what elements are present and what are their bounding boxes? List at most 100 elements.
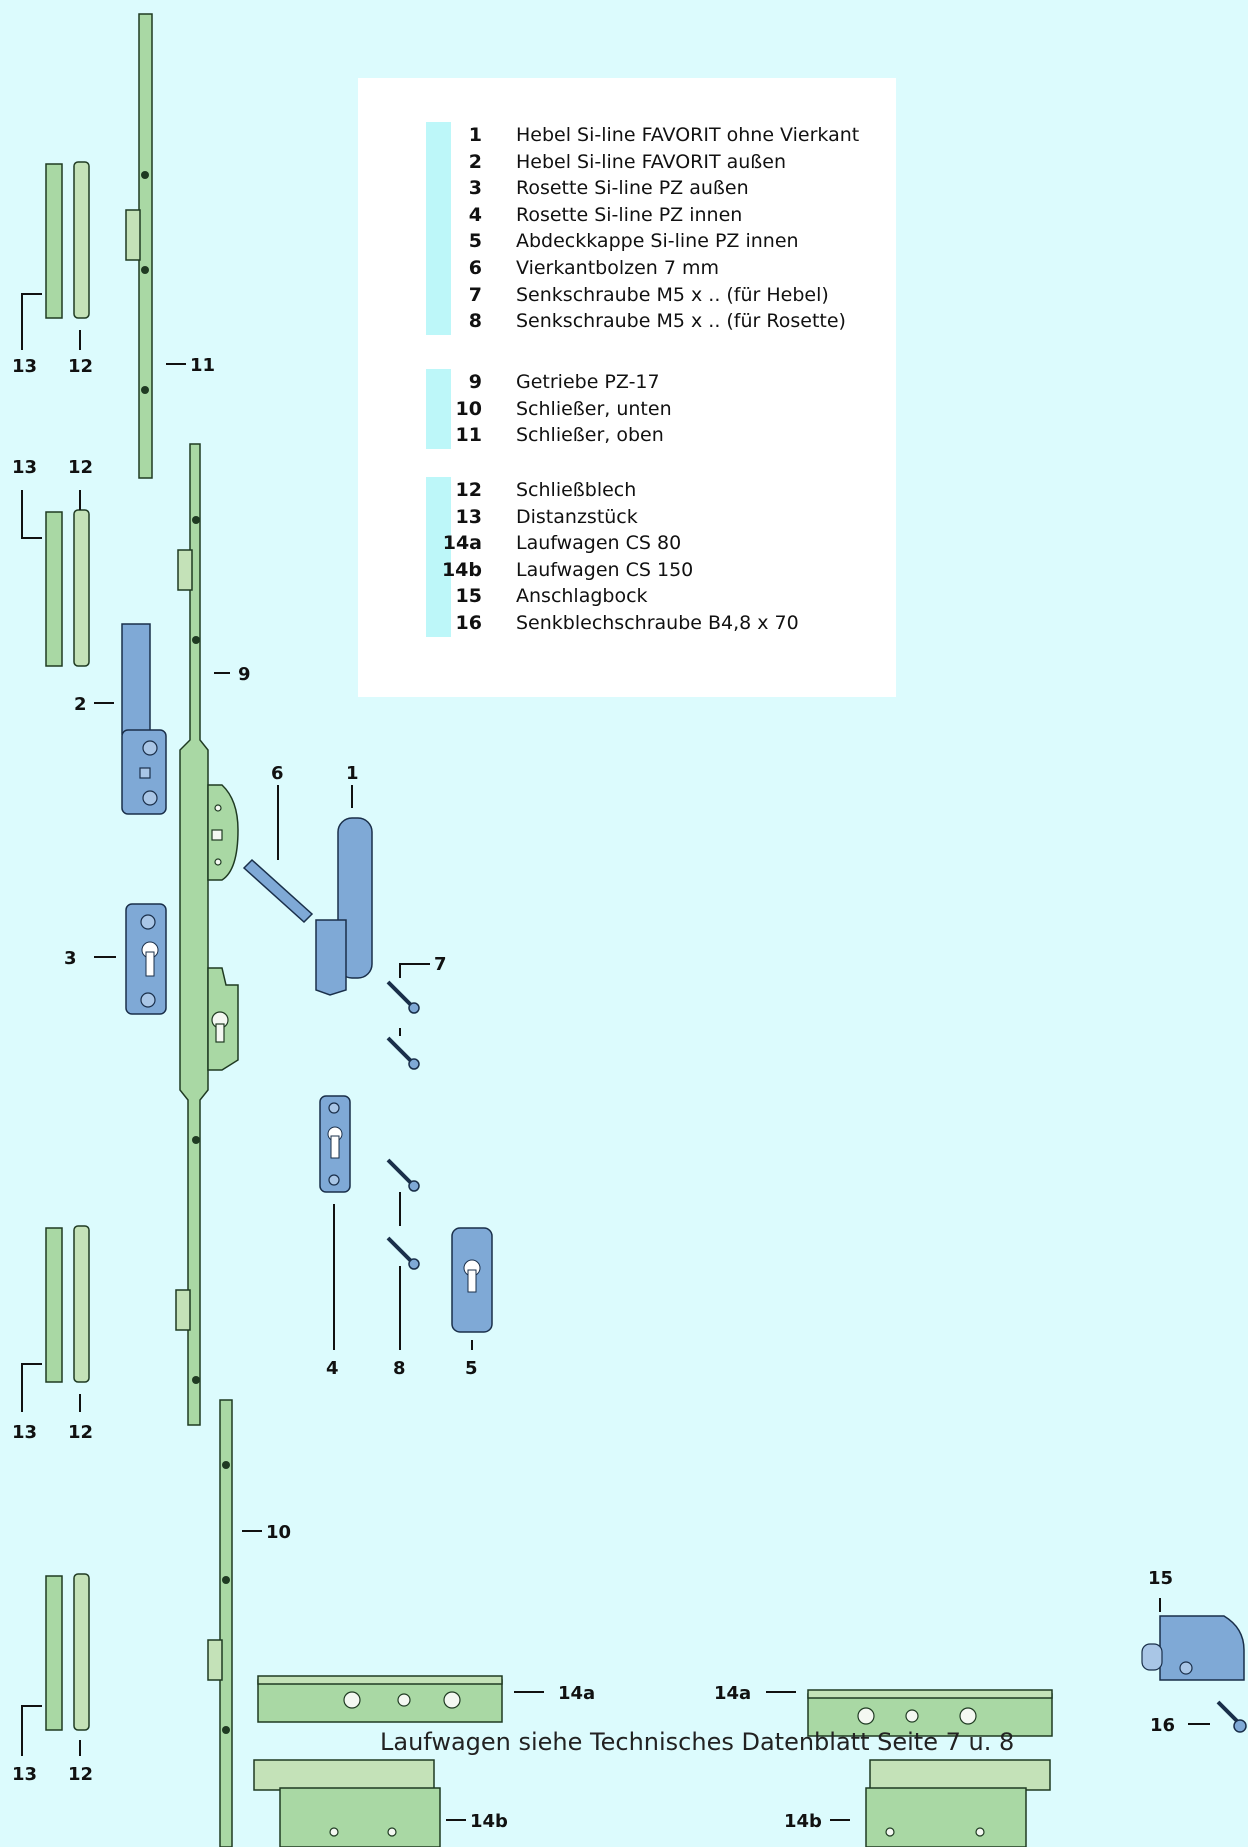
legend-item-number: 9 [468,371,482,393]
callout-11: 11 [190,355,215,376]
legend-item: 12 Schließblech [392,477,892,504]
part-8-screws [386,1158,420,1270]
legend-item-number: 12 [455,479,482,501]
leader-lines [21,293,1210,1821]
part-16-senkblechschraube [1216,1700,1247,1733]
legend-item-text: Abdeckkappe Si-line PZ innen [516,230,799,253]
part-3-rosette-aussen [125,903,167,1015]
legend-item-text: Schließblech [516,479,637,501]
callout-8: 8 [393,1358,406,1379]
legend-item: 6 Vierkantbolzen 7 mm [392,255,892,282]
callout-2: 2 [74,694,87,715]
legend-item-text: Schließer, unten [516,397,672,420]
callout-12: 12 [68,457,93,478]
part-14a-laufwagen-right [807,1689,1053,1737]
legend-bar [426,369,451,449]
part-6-vierkantbolzen [242,858,314,924]
callout-13: 13 [12,1422,37,1443]
gear-housing [207,784,239,1071]
part-14b-laufwagen-right [865,1759,1051,1847]
part-12-13-pair-top [45,161,90,319]
legend-item-number: 2 [468,150,482,173]
callout-13: 13 [12,1764,37,1785]
legend-item-text: Senkschraube M5 x .. (für Hebel) [516,283,829,306]
legend-item-number: 10 [455,397,482,420]
legend-item-number: 11 [455,424,482,447]
callout-12: 12 [68,1422,93,1443]
part-10-schliesser-unten [207,1399,233,1847]
legend-item-text: Hebel Si-line FAVORIT ohne Vierkant [516,124,860,146]
legend-item-text: Rosette Si-line PZ außen [516,177,749,200]
legend-item: 5 Abdeckkappe Si-line PZ innen [392,228,892,255]
legend-item-number: 15 [455,585,482,608]
legend-item: 10 Schließer, unten [392,396,892,423]
legend-item: 9 Getriebe PZ-17 [392,369,892,396]
callout-13: 13 [12,457,37,478]
callout-labels: 13 12 11 13 12 9 2 6 1 3 7 4 8 5 13 12 1… [12,355,1175,1832]
legend-item: 16 Senkblechschraube B4,8 x 70 [392,610,892,637]
legend-item: 1 Hebel Si-line FAVORIT ohne Vierkant [392,122,892,149]
callout-3: 3 [64,948,77,969]
callout-14b: 14b [784,1811,822,1832]
legend-item-number: 1 [468,124,482,146]
callout-10: 10 [266,1522,291,1543]
legend-item-text: Laufwagen CS 80 [516,532,682,555]
legend-item-number: 14a [442,532,482,555]
legend-item: 8 Senkschraube M5 x .. (für Rosette) [392,308,892,335]
legend-item-number: 5 [468,230,482,253]
legend-item: 11 Schließer, oben [392,422,892,449]
legend-item-number: 6 [468,256,482,279]
callout-14a: 14a [714,1683,751,1704]
legend-item-number: 3 [468,177,482,200]
part-11-schliesser-oben [125,13,153,479]
callout-12: 12 [68,1764,93,1785]
legend-group-2: 9 Getriebe PZ-17 10 Schließer, unten 11 Schli… [392,369,892,449]
legend-item-text: Distanzstück [516,505,638,528]
part-5-abdeckkappe [451,1227,493,1333]
part-9-getriebe [175,443,209,1426]
part-7-screws [386,980,420,1070]
legend-item: 4 Rosette Si-line PZ innen [392,202,892,229]
callout-1: 1 [346,763,359,784]
part-14a-laufwagen-left [257,1675,503,1723]
callout-12: 12 [68,356,93,377]
part-15-anschlagbock [1141,1615,1245,1681]
callout-14b: 14b [470,1811,508,1832]
legend-item: 3 Rosette Si-line PZ außen [392,175,892,202]
legend-item-number: 14b [441,558,482,581]
callout-14a: 14a [558,1683,595,1704]
carriage-note: Laufwagen siehe Technisches Datenblatt S… [380,1728,1015,1756]
legend-item-text: Anschlagbock [516,585,648,608]
legend-bar [426,122,451,335]
callout-16: 16 [1150,1715,1175,1736]
legend-item: 14a Laufwagen CS 80 [392,530,892,557]
part-14b-laufwagen-left [253,1759,441,1847]
legend-item: 15 Anschlagbock [392,583,892,610]
legend-item-text: Senkschraube M5 x .. (für Rosette) [516,310,846,333]
part-1-hebel [315,817,373,996]
legend-item-text: Vierkantbolzen 7 mm [516,256,720,279]
legend-item-text: Senkblechschraube B4,8 x 70 [516,611,799,634]
part-4-rosette-innen [319,1095,351,1193]
callout-15: 15 [1148,1568,1173,1589]
callout-6: 6 [271,763,284,784]
callout-5: 5 [465,1358,478,1379]
legend-item-text: Rosette Si-line PZ innen [516,203,743,226]
part-12-13-pair-bottom [45,1573,90,1731]
legend-item-number: 8 [468,310,482,333]
callout-4: 4 [326,1358,339,1379]
legend-item-number: 4 [468,203,482,226]
legend-item-text: Schließer, oben [516,424,664,447]
part-12-13-pair-second [45,509,90,667]
part-12-13-pair-third [45,1225,90,1383]
legend-item-text: Getriebe PZ-17 [516,371,660,393]
legend-item-number: 16 [455,611,482,634]
callout-13: 13 [12,356,37,377]
